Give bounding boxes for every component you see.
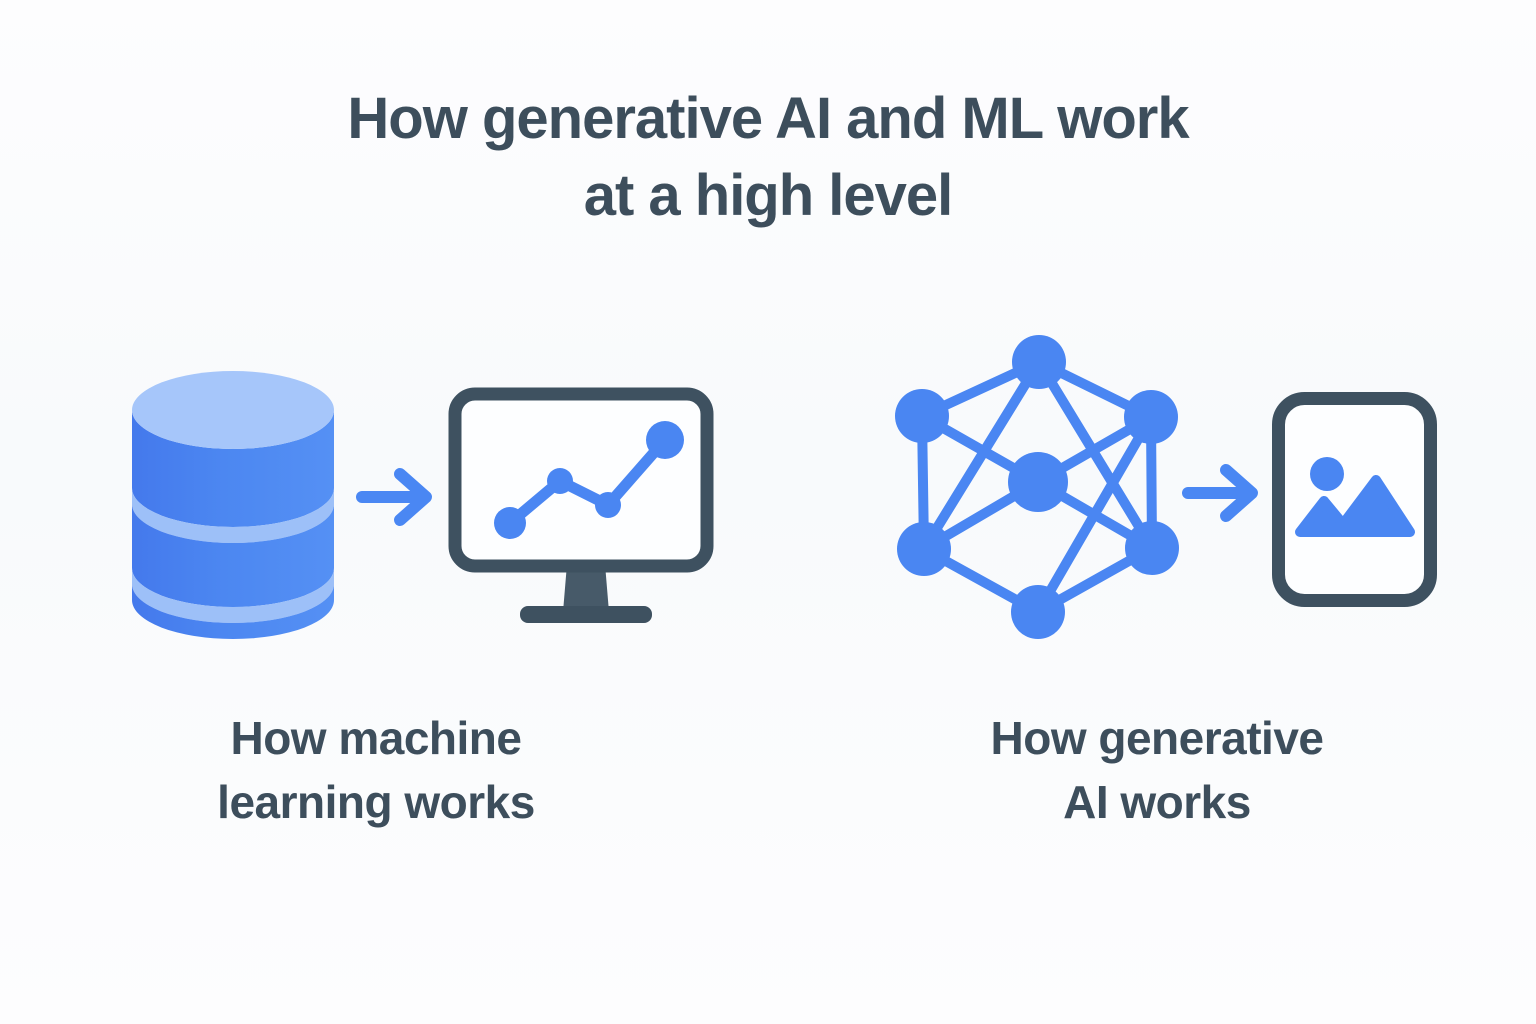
monitor-line-chart-icon [448,387,714,623]
chart-point [494,507,526,539]
db-top-ellipse [132,371,334,449]
genai-section-label: How generative AI works [937,706,1377,835]
page-title: How generative AI and ML work at a high … [0,80,1536,234]
arrow-right-icon [1182,464,1258,522]
genai-label-line-2: AI works [1063,776,1251,829]
page-title-line-2: at a high level [583,163,954,229]
genai-label-line-1: How generative [990,712,1325,764]
chart-point [547,468,573,494]
db-segment-top [132,410,334,527]
monitor-stand-base [520,606,652,623]
db-band-1 [132,488,334,543]
ml-label-line-2: learning works [217,776,535,829]
arrow-right-icon [356,468,432,526]
db-segment-bottom [132,584,334,639]
network-nodes [895,335,1179,639]
image-mountains [1295,475,1415,537]
image-sun [1310,457,1344,491]
db-segment-middle [132,504,334,607]
tablet-frame [1272,392,1437,607]
monitor-frame [448,387,714,573]
page-title-line-1: How generative AI and ML work [347,86,1189,151]
chart-line [504,434,671,529]
ml-label-line-1: How machine [230,712,522,764]
chart-point [646,421,684,459]
ml-section-label: How machine learning works [156,706,596,835]
neural-network-icon [895,335,1179,639]
database-icon [132,371,334,639]
monitor-stand-stem [563,564,609,612]
db-band-2 [132,568,334,623]
chart-point [595,492,621,518]
generated-image-icon [1272,392,1437,607]
